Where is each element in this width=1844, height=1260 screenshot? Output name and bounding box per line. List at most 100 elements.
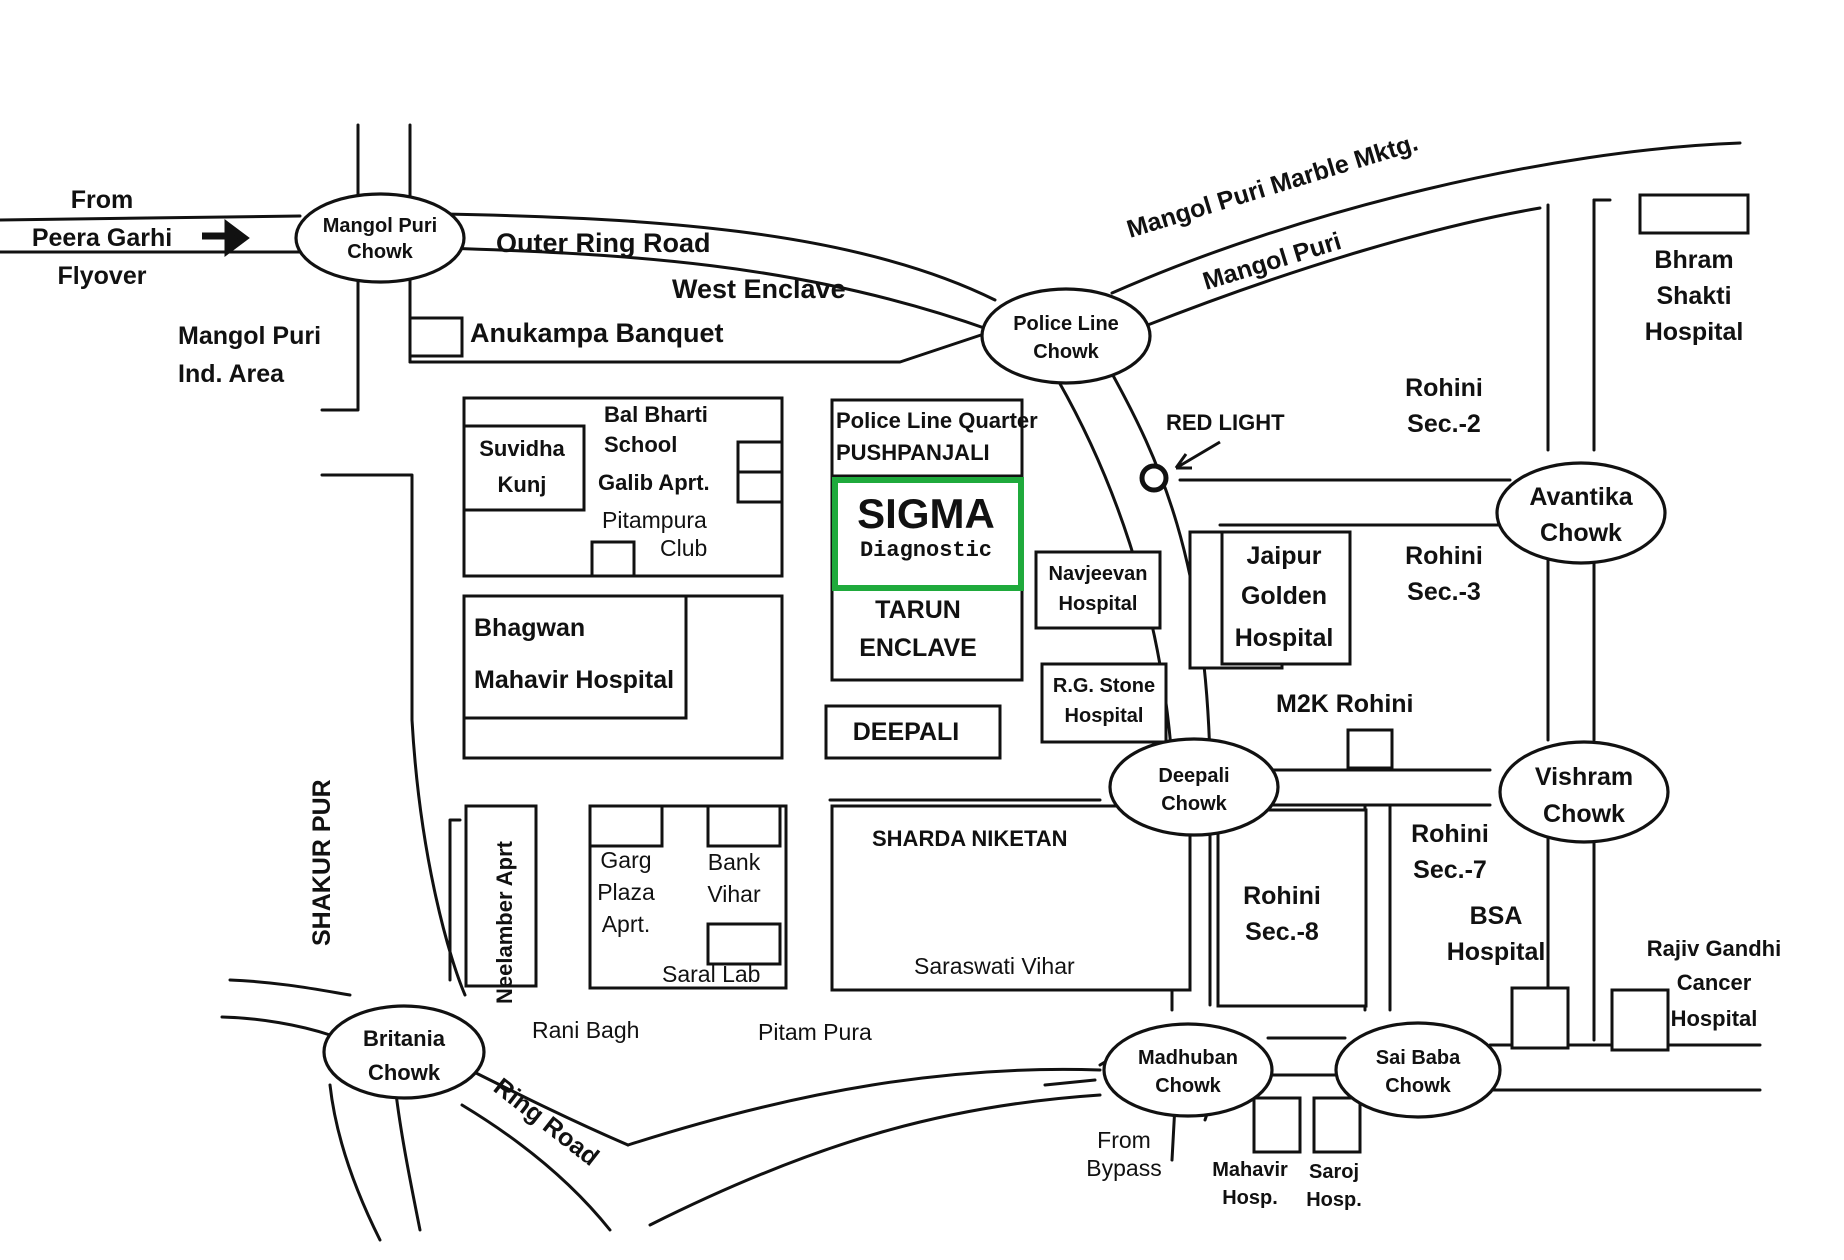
galib-small-1 — [736, 440, 784, 474]
police-line-chowk-circle[interactable] — [980, 287, 1152, 385]
road-network — [0, 123, 1762, 1242]
ring-road-upper — [626, 1067, 1102, 1147]
bal-bharti-label-1: Bal Bharti — [604, 402, 708, 427]
jaipur-golden-inner — [1220, 530, 1352, 666]
pitam-pura-label: Pitam Pura — [758, 1019, 872, 1045]
avantika-chowk-circle[interactable] — [1495, 461, 1667, 565]
bhram-shakti-small — [1638, 193, 1750, 235]
neelamber-block — [464, 804, 538, 988]
rohini-sec7-label-2: Sec.-7 — [1413, 856, 1487, 884]
pitampura-club-small — [590, 540, 636, 578]
ring-road-left-arc-inner — [460, 1103, 612, 1232]
anukampa-block — [408, 316, 464, 358]
neelamber-road — [448, 818, 462, 982]
rohini-sec3-label-1: Rohini — [1405, 542, 1483, 570]
deepali-chowk-label-1: Deepali — [1158, 765, 1229, 787]
sai-baba-chowk-circle[interactable] — [1334, 1021, 1502, 1119]
avantika-chowk-label-2: Chowk — [1540, 519, 1622, 547]
tarun-enclave-label-1: TARUN — [875, 596, 961, 624]
neelamber-label: Neelamber Aprt — [492, 840, 517, 1004]
mangol-puri-chowk-circle[interactable] — [294, 192, 466, 284]
saral-lab-small — [706, 922, 782, 966]
outer-ring-road-top-edge — [0, 212, 997, 302]
from-bypass-label-2: Bypass — [1086, 1155, 1161, 1181]
police-line-curve-right — [1108, 368, 1212, 762]
vishram-chowk-label-2: Chowk — [1543, 800, 1625, 828]
police-quarter-block — [830, 398, 1024, 478]
building-blocks — [408, 193, 1750, 1154]
mangol-puri-chowk-label-2: Chowk — [347, 241, 413, 263]
from-bypass-label-1: From — [1097, 1127, 1151, 1153]
britania-chowk-label-2: Chowk — [368, 1060, 441, 1085]
britania-road-top — [228, 978, 352, 997]
madhuban-chowk-circle[interactable] — [1102, 1022, 1274, 1118]
bhagwan-label-2: Mahavir Hospital — [474, 666, 674, 694]
tarun-enclave-label-2: ENCLAVE — [859, 634, 977, 662]
vishram-chowk-label-1: Vishram — [1535, 763, 1633, 791]
rajiv-gandhi-label-1: Rajiv Gandhi — [1647, 936, 1781, 961]
police-quarter-label: Police Line Quarter — [836, 408, 1038, 433]
mahavir-hosp-label-1: Mahavir — [1212, 1159, 1288, 1181]
navjeevan-label-1: Navjeevan — [1049, 563, 1148, 585]
bottom-road-bottom — [1268, 1073, 1762, 1092]
mahavir-hosp-small — [1252, 1096, 1302, 1154]
bal-bharti-label-2: School — [604, 432, 677, 457]
sharda-block — [830, 804, 1192, 992]
arrow-right-icon — [202, 219, 250, 257]
rg-stone-label-2: Hospital — [1065, 705, 1144, 727]
chowk-circles — [294, 192, 1670, 1119]
rani-bagh-label: Rani Bagh — [532, 1017, 639, 1043]
saroj-hosp-small — [1312, 1096, 1362, 1154]
red-light-label: RED LIGHT — [1166, 410, 1285, 435]
sigma-highlight-box[interactable] — [832, 477, 1024, 591]
britania-chowk-circle[interactable] — [322, 1004, 486, 1100]
m2k-rohini-label: M2K Rohini — [1276, 690, 1414, 718]
garg-plaza-label-3: Aprt. — [602, 911, 651, 937]
west-enclave-edge — [408, 330, 992, 364]
ring-road-left-arc — [468, 1068, 630, 1147]
britania-chowk-label-1: Britania — [363, 1026, 446, 1051]
bsa-label-1: BSA — [1470, 902, 1523, 930]
galib-label: Galib Aprt. — [598, 470, 710, 495]
bank-vihar-label-1: Bank — [708, 849, 761, 875]
suvidha-label-1: Suvidha — [479, 436, 565, 461]
rohini-sec2-label-2: Sec.-2 — [1407, 410, 1481, 438]
bank-vihar-label-2: Vihar — [707, 881, 761, 907]
madhuban-chowk-label-2: Chowk — [1155, 1075, 1221, 1097]
red-light-marker[interactable] — [1139, 463, 1169, 493]
saraswati-vihar-label: Saraswati Vihar — [914, 953, 1075, 979]
deepali-block-label: DEEPALI — [853, 718, 960, 746]
garg-small — [588, 804, 664, 848]
west-enclave-label: West Enclave — [672, 274, 846, 304]
suvidha-kunj-block — [462, 424, 586, 512]
navjeevan-label-2: Hospital — [1059, 593, 1138, 615]
navjeevan-block — [1034, 550, 1162, 630]
mahavir-hosp-label-2: Hosp. — [1222, 1187, 1278, 1209]
m2k-small — [1346, 728, 1394, 770]
rohini-sec2-label-1: Rohini — [1405, 374, 1483, 402]
outer-ring-road-bottom-edge — [0, 246, 992, 332]
suvidha-label-2: Kunj — [498, 472, 547, 497]
sharda-niketan-label: SHARDA NIKETAN — [872, 826, 1068, 851]
sai-baba-chowk-label-1: Sai Baba — [1376, 1047, 1461, 1069]
vishram-chowk-circle[interactable] — [1498, 740, 1670, 844]
bhram-shakti-label-3: Hospital — [1645, 318, 1744, 346]
deepali-chowk-circle[interactable] — [1108, 737, 1280, 837]
rajiv-gandhi-small — [1610, 988, 1670, 1052]
from-peera-label-2: Peera Garhi — [32, 224, 172, 252]
mangol-puri-ind-label-1: Mangol Puri — [178, 322, 321, 350]
sigma-subtitle: Diagnostic — [860, 538, 992, 563]
bsa-small — [1510, 986, 1570, 1050]
police-line-chowk-label-1: Police Line — [1013, 313, 1119, 335]
outer-ring-road-label: Outer Ring Road — [496, 228, 711, 258]
bsa-label-2: Hospital — [1447, 938, 1546, 966]
from-peera-label-3: Flyover — [58, 262, 147, 290]
rohini-sec8-block — [1216, 808, 1368, 1008]
anukampa-label: Anukampa Banquet — [470, 318, 724, 348]
bhram-shakti-label-2: Shakti — [1656, 282, 1731, 310]
rg-stone-label-1: R.G. Stone — [1053, 675, 1155, 697]
marble-mktg-road-lower — [1138, 206, 1542, 330]
britania-arc-left — [328, 1083, 382, 1242]
rohini-sec8-label-2: Sec.-8 — [1245, 918, 1319, 946]
